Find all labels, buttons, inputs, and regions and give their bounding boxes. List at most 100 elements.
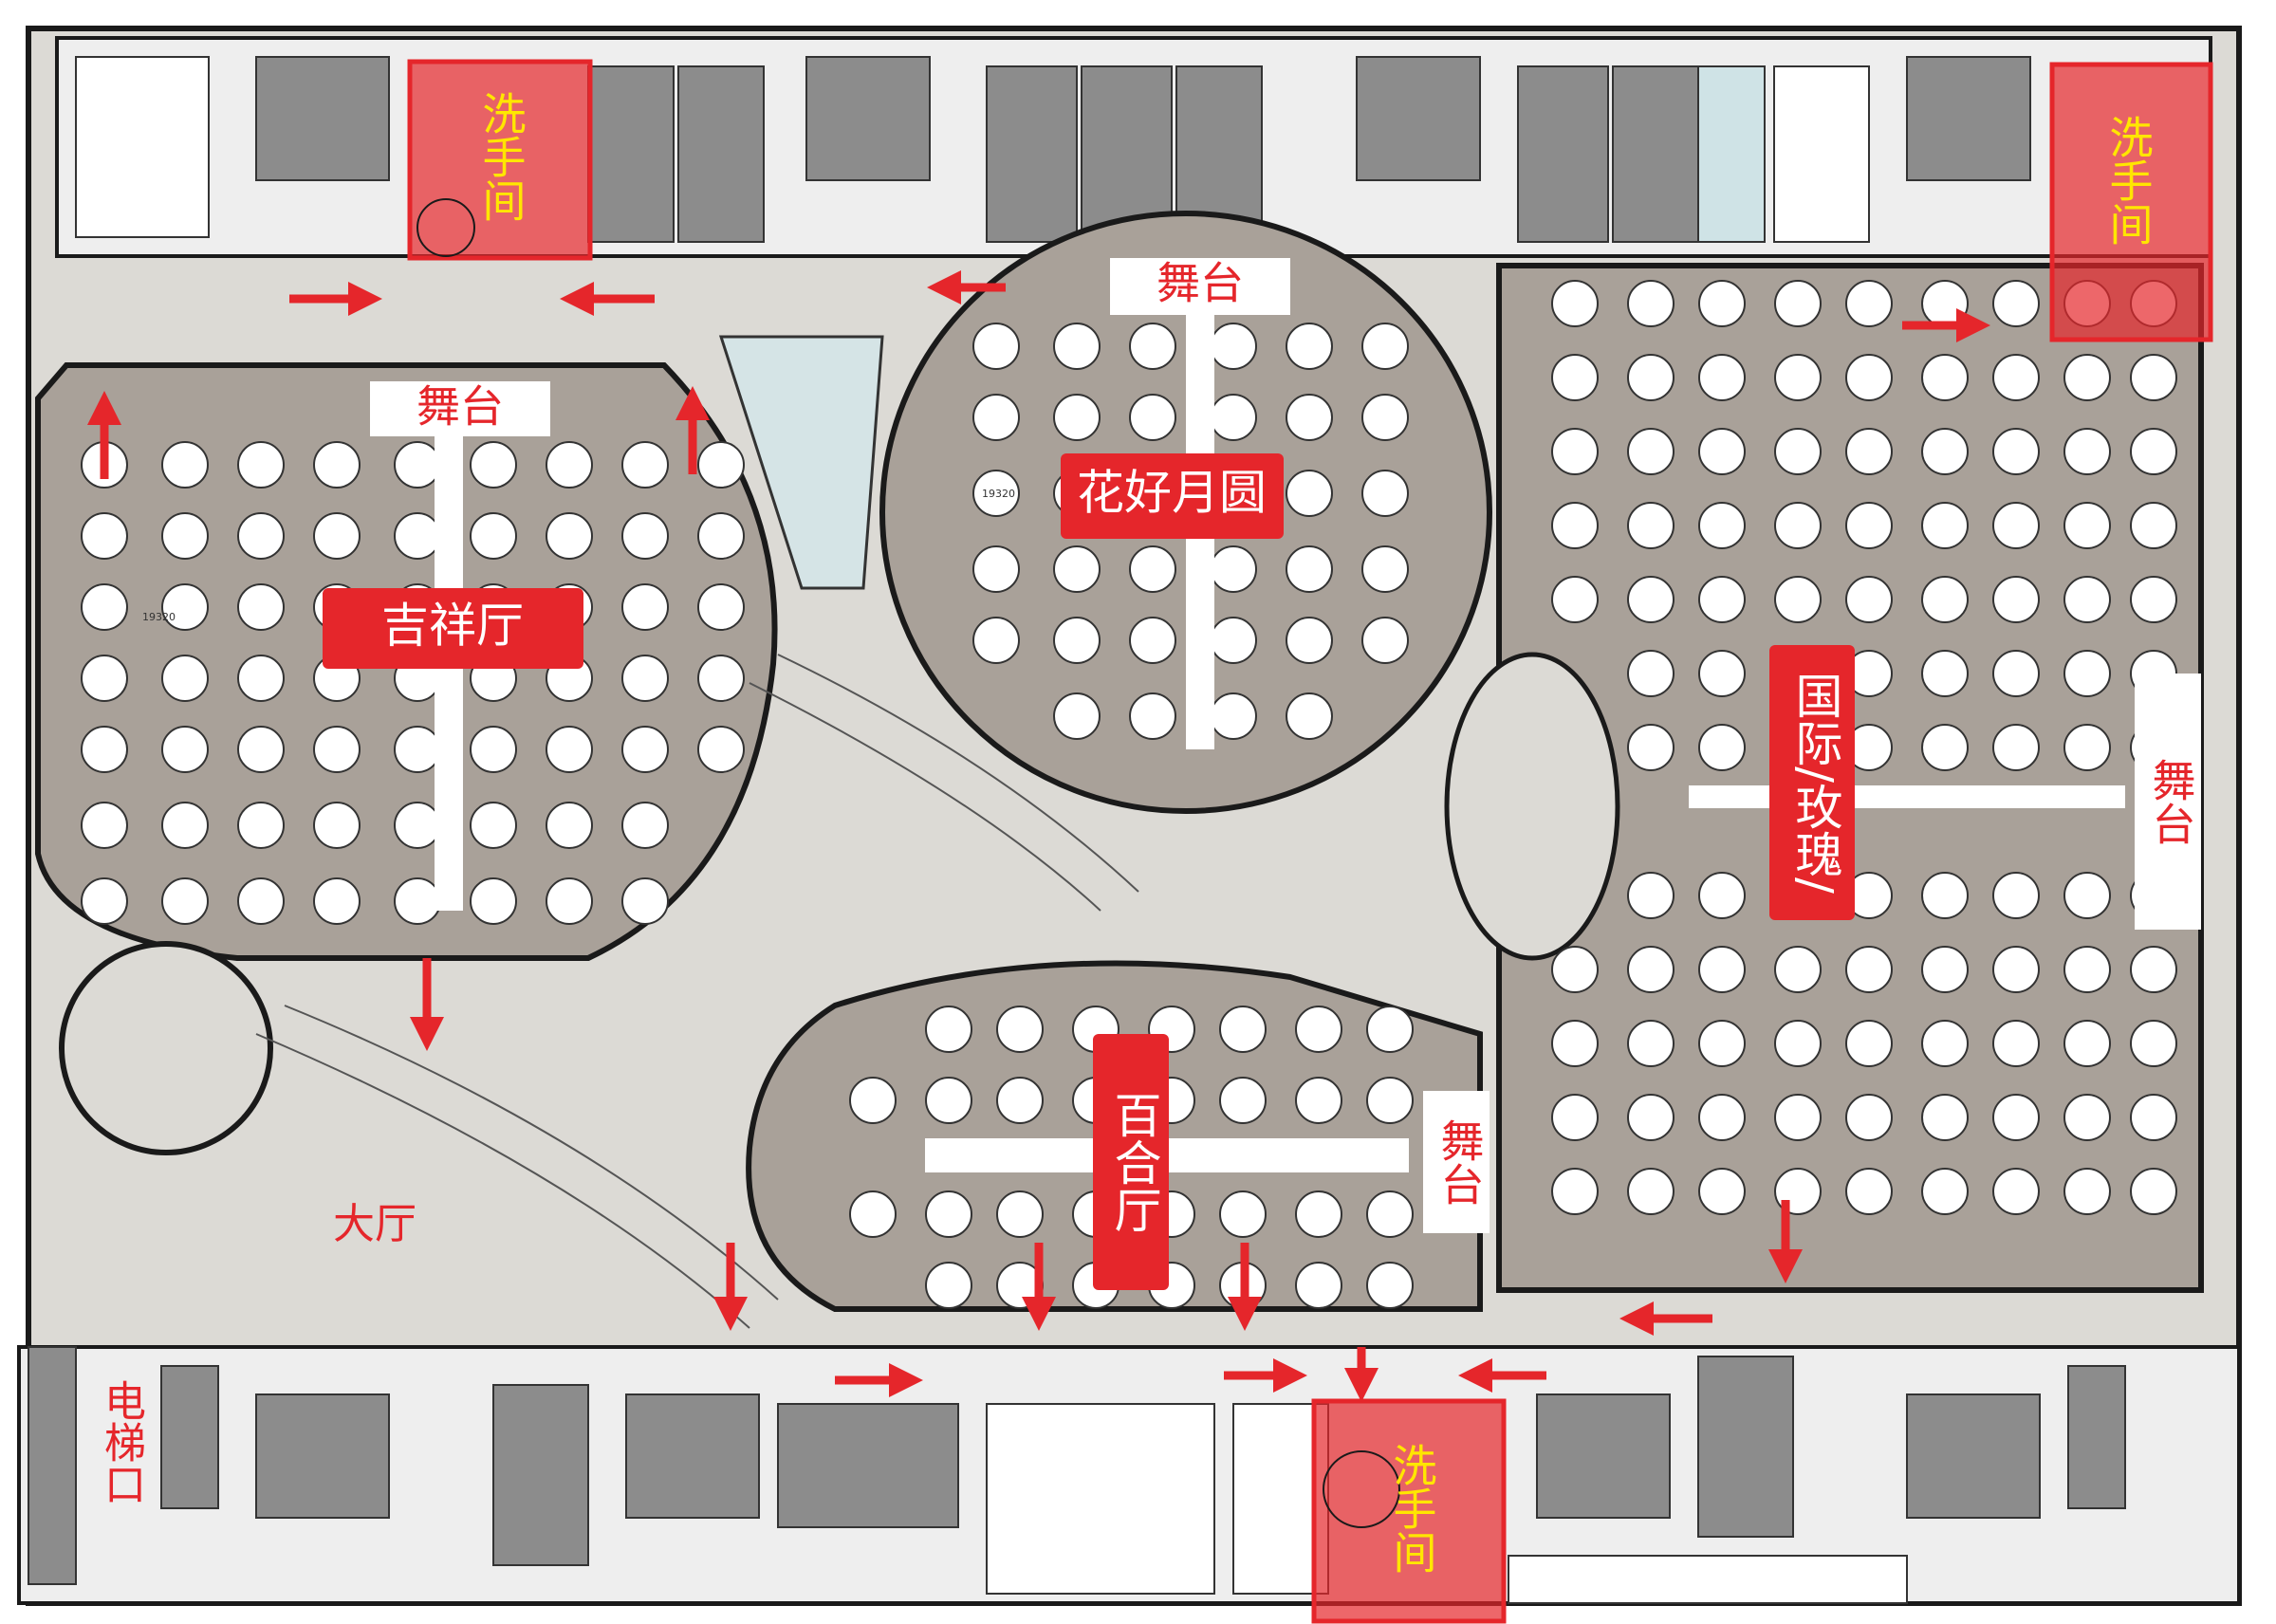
banquet-table — [1053, 692, 1101, 740]
banquet-table — [1053, 617, 1101, 664]
banquet-table — [1286, 394, 1333, 441]
banquet-table — [697, 726, 745, 773]
banquet-table — [1698, 428, 1746, 475]
banquet-table — [2130, 502, 2177, 549]
banquet-table — [1361, 470, 1409, 517]
banquet-table — [1361, 394, 1409, 441]
banquet-table — [81, 583, 128, 631]
banquet-table — [1627, 1094, 1675, 1141]
banquet-table — [1627, 576, 1675, 623]
banquet-table — [1698, 946, 1746, 993]
banquet-table — [621, 877, 669, 925]
banquet-table — [1286, 323, 1333, 370]
banquet-table — [1921, 354, 1969, 401]
banquet-table — [1361, 323, 1409, 370]
banquet-table — [1129, 692, 1176, 740]
banquet-table — [996, 1077, 1044, 1124]
banquet-table — [925, 1077, 972, 1124]
banquet-table — [621, 441, 669, 489]
stage-box-jixiang — [370, 381, 550, 436]
banquet-table — [1774, 576, 1822, 623]
banquet-table — [237, 877, 285, 925]
banquet-table — [621, 726, 669, 773]
banquet-table — [1992, 946, 2040, 993]
banquet-table — [1627, 946, 1675, 993]
banquet-table — [1845, 428, 1893, 475]
banquet-table — [1551, 1168, 1599, 1215]
banquet-table — [470, 512, 517, 560]
grand-staircase — [718, 335, 884, 590]
banquet-table — [1774, 1094, 1822, 1141]
banquet-table — [1698, 280, 1746, 327]
hall-label-huahao: 花好月圆 — [1077, 466, 1267, 521]
banquet-table — [2130, 1094, 2177, 1141]
restroom-label-top-left: 洗手间 — [476, 91, 527, 222]
banquet-table — [1627, 502, 1675, 549]
banquet-table — [546, 726, 593, 773]
banquet-table — [161, 802, 209, 849]
lobby-column-circle — [59, 941, 273, 1155]
banquet-table — [1698, 724, 1746, 771]
restroom-label-top-right: 洗手间 — [2103, 115, 2155, 246]
banquet-table — [1129, 545, 1176, 593]
banquet-table — [1698, 872, 1746, 919]
banquet-table — [81, 802, 128, 849]
banquet-table — [1129, 617, 1176, 664]
banquet-table — [1210, 617, 1257, 664]
banquet-table — [1992, 872, 2040, 919]
banquet-table — [1698, 1020, 1746, 1067]
stage-box-guoji — [2135, 674, 2201, 930]
banquet-table — [2063, 1094, 2111, 1141]
banquet-table — [1992, 1168, 2040, 1215]
stage-box-huahao — [1110, 258, 1290, 315]
banquet-table — [1921, 280, 1969, 327]
banquet-table — [470, 441, 517, 489]
banquet-table — [2130, 1168, 2177, 1215]
banquet-table — [161, 512, 209, 560]
banquet-table — [1286, 692, 1333, 740]
banquet-table — [2063, 354, 2111, 401]
banquet-table — [1698, 1168, 1746, 1215]
banquet-table — [1129, 394, 1176, 441]
banquet-table — [1698, 502, 1746, 549]
stage-box-baihe — [1423, 1091, 1490, 1233]
stage-label-jixiang: 舞台 — [416, 381, 504, 433]
dim-huahao: 19320 — [982, 488, 1015, 500]
banquet-table — [81, 512, 128, 560]
banquet-table — [1627, 1020, 1675, 1067]
banquet-table — [1845, 1168, 1893, 1215]
banquet-table — [697, 512, 745, 560]
banquet-table — [237, 655, 285, 702]
banquet-table — [1053, 394, 1101, 441]
banquet-table — [2130, 354, 2177, 401]
banquet-table — [1921, 428, 1969, 475]
banquet-table — [1921, 872, 1969, 919]
banquet-table — [1845, 502, 1893, 549]
banquet-table — [1774, 946, 1822, 993]
banquet-table — [1992, 354, 2040, 401]
banquet-table — [2063, 1020, 2111, 1067]
banquet-table — [313, 802, 361, 849]
banquet-table — [2063, 872, 2111, 919]
banquet-table — [1992, 650, 2040, 697]
restroom-top-left: 洗手间 — [407, 59, 593, 261]
banquet-table — [1992, 724, 2040, 771]
banquet-table — [2130, 1020, 2177, 1067]
banquet-table — [1551, 946, 1599, 993]
banquet-table — [972, 545, 1020, 593]
banquet-table — [161, 726, 209, 773]
hall-label-baihe: 百合厅 — [1107, 1091, 1162, 1233]
banquet-table — [1295, 1262, 1342, 1309]
banquet-table — [1366, 1190, 1414, 1238]
dim-jixiang: 19320 — [142, 611, 176, 623]
banquet-table — [1551, 1094, 1599, 1141]
banquet-table — [1992, 1020, 2040, 1067]
lobby-floor-lines — [255, 654, 1139, 1329]
banquet-table — [1551, 502, 1599, 549]
banquet-table — [2063, 650, 2111, 697]
banquet-table — [1698, 354, 1746, 401]
banquet-table — [925, 1190, 972, 1238]
banquet-table — [470, 802, 517, 849]
banquet-table — [621, 512, 669, 560]
